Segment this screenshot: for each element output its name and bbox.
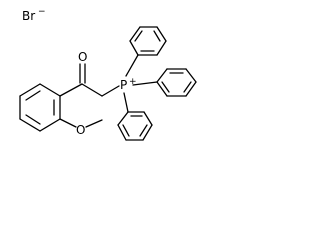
ring-bond bbox=[156, 68, 168, 83]
ring-bond bbox=[39, 118, 61, 132]
methoxy-oxygen: O bbox=[76, 123, 85, 137]
bromide-symbol: Br bbox=[22, 9, 35, 23]
phosphorus-phenyl-bond bbox=[132, 81, 158, 86]
ring-double-bond bbox=[139, 124, 148, 137]
ring-double-bond bbox=[122, 124, 130, 137]
phosphorus-phenyl-bond bbox=[123, 92, 129, 113]
phosphonium-charge: + bbox=[129, 77, 137, 87]
ring-bond bbox=[156, 26, 167, 42]
phenyl-ring-top bbox=[129, 26, 167, 56]
ring-bond bbox=[143, 111, 153, 126]
ring-bond bbox=[117, 124, 127, 141]
bromide-charge: − bbox=[38, 7, 46, 17]
phenyl-ring-right bbox=[156, 68, 197, 97]
ring-double-bond bbox=[183, 81, 192, 93]
ring-bond bbox=[129, 26, 141, 42]
phosphorus-phenyl-bond bbox=[125, 54, 139, 77]
ring-double-bond bbox=[153, 30, 161, 42]
ring-double-bond bbox=[25, 90, 41, 101]
ring-bond bbox=[185, 81, 197, 97]
molecule-diagram: Br − O P + O bbox=[0, 0, 236, 162]
ring-bond bbox=[19, 118, 41, 132]
ring-double-bond bbox=[134, 30, 143, 42]
ring-bond bbox=[19, 83, 41, 97]
phosphorus-symbol: P bbox=[120, 78, 127, 92]
aryl-methoxy-bond bbox=[59, 118, 77, 128]
aryl-carbonyl-bond bbox=[59, 83, 83, 97]
ring-bond bbox=[129, 40, 139, 56]
methoxy-methyl-bond bbox=[85, 119, 103, 128]
ring-bond bbox=[142, 124, 153, 141]
carbonyl-oxygen: O bbox=[78, 50, 87, 64]
molecule-svg: Br − O P + O bbox=[19, 7, 197, 141]
methoxyphenyl-ring bbox=[19, 83, 61, 132]
phenyl-ring-bottom bbox=[117, 111, 153, 141]
carbonyl-methylene-bond bbox=[81, 83, 103, 97]
ring-bond bbox=[185, 68, 197, 83]
ring-bond bbox=[39, 83, 61, 97]
methylene-phosphorus-bond bbox=[101, 85, 120, 97]
ring-double-bond bbox=[161, 81, 170, 93]
ring-bond bbox=[156, 81, 168, 97]
ring-bond bbox=[156, 40, 167, 56]
ring-bond bbox=[117, 111, 129, 126]
ring-double-bond bbox=[25, 114, 41, 125]
